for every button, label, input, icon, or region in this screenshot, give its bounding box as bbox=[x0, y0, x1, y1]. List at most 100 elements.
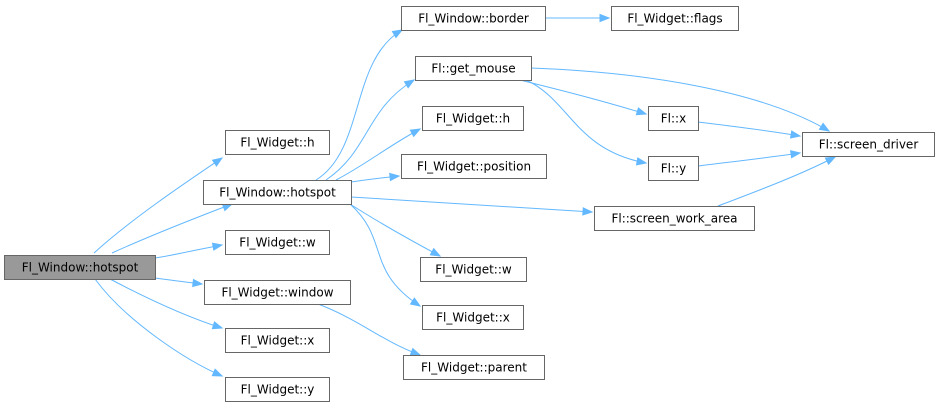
node-box bbox=[611, 6, 739, 31]
arrowhead bbox=[582, 207, 594, 216]
node-label: Fl_Widget::w bbox=[239, 236, 316, 250]
arrowhead bbox=[192, 278, 204, 288]
node-label: Fl_Window::border bbox=[418, 12, 529, 26]
node-w-h[interactable]: Fl_Widget::h bbox=[225, 130, 330, 155]
node-box bbox=[225, 130, 330, 155]
arrowhead bbox=[789, 130, 802, 139]
node-box bbox=[648, 106, 699, 131]
arrowhead bbox=[818, 122, 831, 132]
edges-layer bbox=[93, 13, 837, 377]
node-box bbox=[422, 305, 524, 330]
arrowhead bbox=[635, 107, 648, 116]
arrowhead bbox=[391, 29, 404, 39]
node-w-flags[interactable]: Fl_Widget::flags bbox=[611, 6, 739, 31]
node-screen-driver[interactable]: Fl::screen_driver bbox=[802, 132, 935, 157]
node-w-x[interactable]: Fl_Widget::x bbox=[225, 328, 330, 353]
edge-fl-x-to-screen-driver bbox=[697, 121, 802, 139]
node-screen-work-area[interactable]: Fl::screen_work_area bbox=[594, 206, 755, 231]
node-box bbox=[401, 154, 547, 179]
node-box bbox=[594, 206, 755, 231]
node-label: Fl_Widget::x bbox=[241, 334, 315, 348]
arrowhead bbox=[824, 156, 837, 166]
node-label: Fl::screen_driver bbox=[819, 138, 919, 152]
node-label: Fl::screen_work_area bbox=[611, 212, 737, 226]
node-label: Fl_Widget::flags bbox=[627, 12, 722, 26]
node-w-h2[interactable]: Fl_Widget::h bbox=[422, 106, 524, 131]
node-w-w[interactable]: Fl_Widget::w bbox=[225, 230, 330, 255]
edge-root-to-w-w bbox=[154, 242, 224, 259]
node-box bbox=[4, 255, 156, 280]
node-label: Fl::y bbox=[661, 162, 686, 176]
node-label: Fl_Widget::h bbox=[436, 112, 510, 126]
arrowhead bbox=[211, 242, 224, 251]
node-root[interactable]: Fl_Window::hotspot bbox=[4, 255, 156, 280]
node-label: Fl_Widget::window bbox=[221, 286, 333, 300]
node-label: Fl_Widget::h bbox=[240, 136, 314, 150]
node-box bbox=[415, 56, 532, 81]
arrowhead bbox=[389, 172, 401, 182]
node-label: Fl_Widget::w bbox=[435, 263, 512, 277]
edge-win-hotspot-to-get-mouse bbox=[325, 79, 416, 181]
arrowhead bbox=[211, 321, 224, 330]
node-box bbox=[203, 180, 352, 205]
edge-root-to-w-x bbox=[109, 278, 224, 330]
edge-root-to-w-y bbox=[94, 278, 224, 377]
node-win-border[interactable]: Fl_Window::border bbox=[401, 6, 546, 31]
edge-get-mouse-to-screen-driver bbox=[530, 67, 831, 132]
arrowhead bbox=[409, 297, 422, 307]
node-box bbox=[403, 355, 545, 380]
edge-get-mouse-to-fl-x bbox=[519, 79, 648, 116]
edge-win-hotspot-to-screen-work-area bbox=[350, 196, 594, 216]
node-label: Fl_Widget::position bbox=[417, 160, 531, 174]
node-box bbox=[802, 132, 935, 157]
edge-win-border-to-w-flags bbox=[545, 13, 611, 23]
node-label: Fl_Widget::parent bbox=[421, 361, 527, 375]
arrowhead bbox=[599, 13, 611, 23]
arrowhead bbox=[409, 347, 422, 356]
node-w-position[interactable]: Fl_Widget::position bbox=[401, 154, 547, 179]
node-label: Fl_Widget::y bbox=[241, 383, 315, 397]
edge-win-hotspot-to-w-h2 bbox=[335, 128, 422, 181]
arrowhead bbox=[403, 79, 416, 89]
arrowhead bbox=[409, 128, 422, 138]
node-label: Fl::x bbox=[661, 112, 686, 126]
node-box bbox=[422, 106, 524, 131]
node-label: Fl_Widget::x bbox=[436, 311, 510, 325]
arrowhead bbox=[211, 368, 224, 377]
node-fl-y[interactable]: Fl::y bbox=[648, 156, 699, 181]
node-box bbox=[225, 230, 330, 255]
node-box bbox=[204, 280, 351, 305]
edge-win-hotspot-to-w-w2 bbox=[349, 203, 442, 257]
node-get-mouse[interactable]: Fl::get_mouse bbox=[415, 56, 532, 81]
node-label: Fl_Window::hotspot bbox=[22, 261, 139, 275]
edge-root-to-w-window bbox=[154, 277, 204, 288]
node-win-hotspot[interactable]: Fl_Window::hotspot bbox=[203, 180, 352, 205]
edge-win-hotspot-to-w-position bbox=[350, 172, 401, 183]
node-label: Fl_Window::hotspot bbox=[219, 186, 336, 200]
edge-win-hotspot-to-win-border bbox=[315, 29, 404, 181]
edge-get-mouse-to-fl-y bbox=[525, 79, 648, 166]
node-w-x2[interactable]: Fl_Widget::x bbox=[422, 305, 524, 330]
node-box bbox=[225, 377, 330, 402]
edge-w-window-to-w-parent bbox=[317, 303, 422, 356]
nodes-layer: Fl_Window::hotspotFl_Widget::hFl_Window:… bbox=[4, 6, 935, 402]
node-box bbox=[420, 257, 527, 282]
edge-fl-y-to-screen-driver bbox=[697, 150, 802, 167]
node-box bbox=[648, 156, 699, 181]
arrowhead bbox=[635, 157, 648, 166]
edge-screen-work-area-to-screen-driver bbox=[717, 156, 837, 207]
node-w-parent[interactable]: Fl_Widget::parent bbox=[403, 355, 545, 380]
node-w-w2[interactable]: Fl_Widget::w bbox=[420, 257, 527, 282]
arrowhead bbox=[789, 150, 802, 159]
edge-root-to-w-h bbox=[93, 157, 224, 254]
node-w-window[interactable]: Fl_Widget::window bbox=[204, 280, 351, 305]
node-box bbox=[401, 6, 546, 31]
edge-win-hotspot-to-w-x2 bbox=[349, 203, 422, 307]
arrowhead bbox=[211, 157, 224, 167]
node-box bbox=[225, 328, 330, 353]
node-label: Fl::get_mouse bbox=[431, 62, 515, 76]
node-fl-x[interactable]: Fl::x bbox=[648, 106, 699, 131]
node-w-y[interactable]: Fl_Widget::y bbox=[225, 377, 330, 402]
arrowhead bbox=[429, 247, 442, 257]
